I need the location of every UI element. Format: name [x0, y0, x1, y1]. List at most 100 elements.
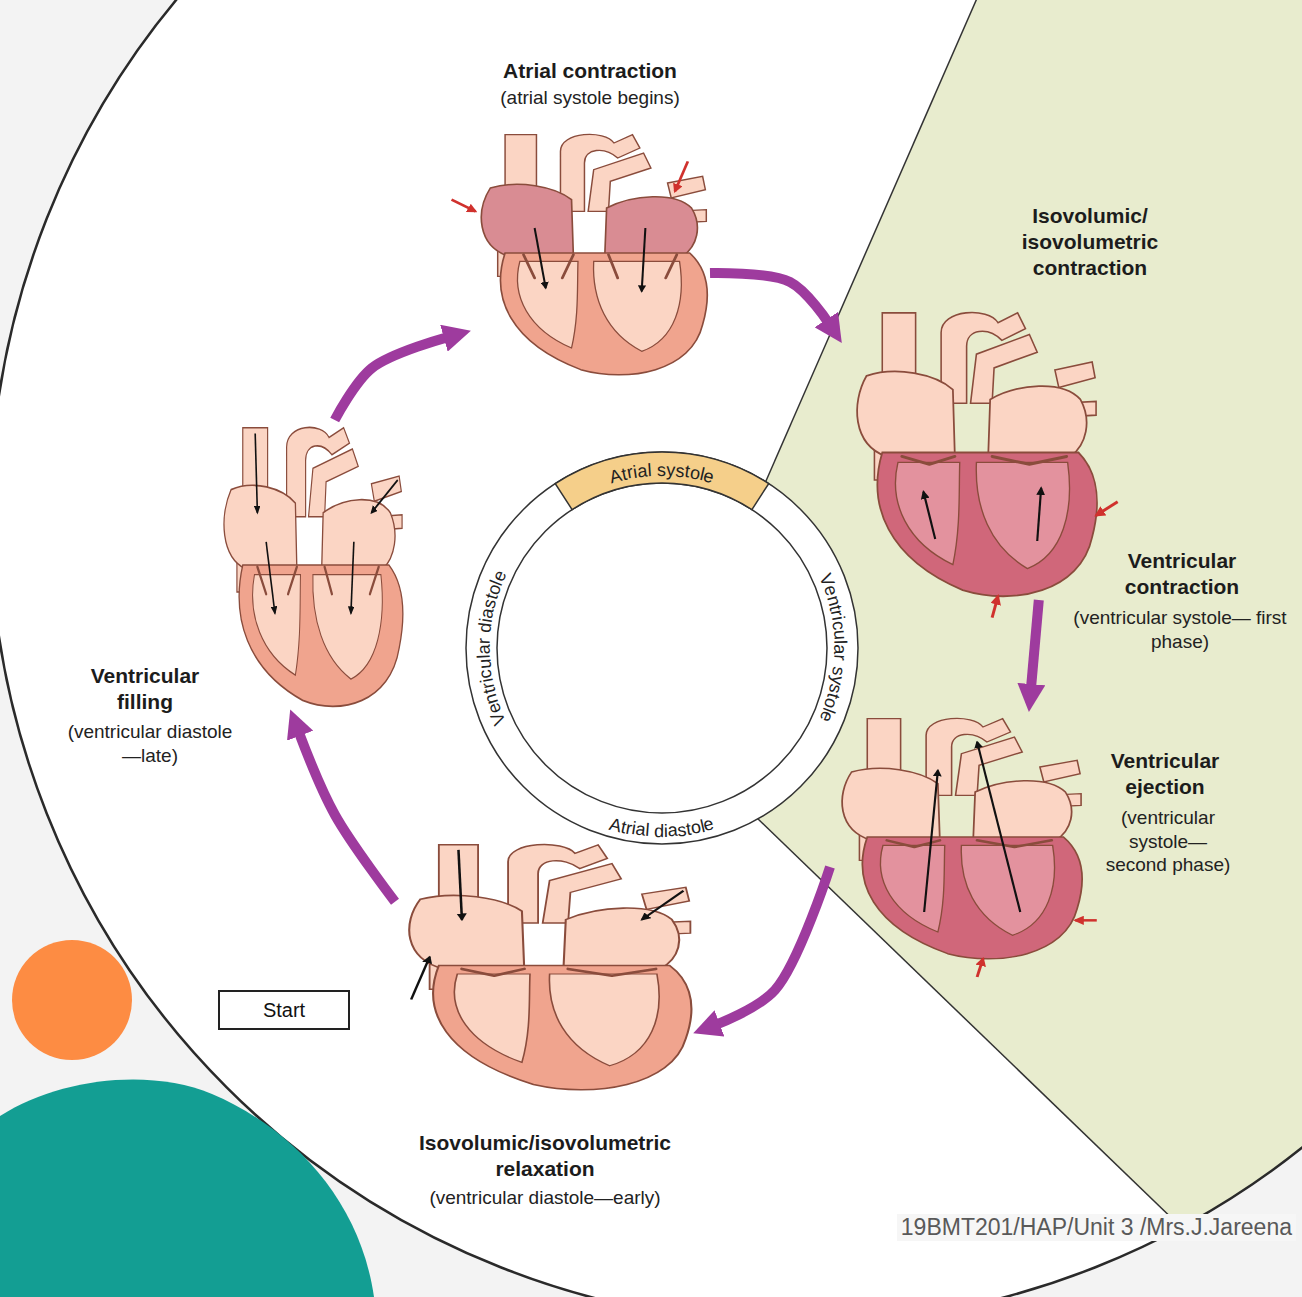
blood-vessel	[1055, 362, 1095, 388]
heart-illustration	[830, 712, 1085, 962]
flow-arrow	[458, 850, 461, 920]
flow-arrow	[411, 957, 429, 1000]
label-glyph: u	[830, 629, 849, 640]
stage-note: (atrial systole begins)	[430, 86, 750, 110]
label-glyph: l	[645, 821, 650, 839]
label-glyph: u	[475, 658, 494, 670]
ventricle-wall	[433, 966, 691, 1090]
contraction-arrow	[452, 200, 476, 212]
cycle-arrow	[716, 867, 830, 1025]
stage-title: Ventricular ejection	[1090, 748, 1240, 800]
stage-title: Isovolumic/isovolumetric relaxation	[375, 1130, 715, 1182]
heart-valves	[257, 567, 378, 594]
flow-arrow	[1037, 488, 1041, 541]
ventricle-wall	[877, 453, 1097, 597]
stage-note: (ventricular systole— second phase)	[1098, 806, 1238, 877]
flow-arrow	[642, 228, 646, 291]
start-box: Start	[218, 990, 350, 1030]
stage-title: Ventricular filling	[70, 663, 220, 715]
right-ventricle	[454, 974, 530, 1062]
right-atrium	[224, 485, 297, 569]
contraction-arrow	[675, 161, 688, 191]
flow-arrow	[923, 492, 935, 539]
cycle-arrow	[335, 337, 448, 420]
stage-note: Ventricular contraction	[1107, 548, 1257, 600]
flow-arrow	[977, 742, 1020, 912]
label-glyph: y	[666, 461, 676, 479]
ventricle-wall	[239, 565, 403, 706]
flow-arrow	[642, 891, 684, 920]
heart-illustration	[215, 420, 405, 710]
heart-illustration	[845, 305, 1100, 600]
ventricle-wall	[501, 253, 708, 375]
flow-arrow	[371, 480, 397, 513]
label-glyph: r	[475, 638, 493, 645]
cycle-arrow	[710, 273, 829, 323]
heart-stage: Isovolumic/ isovolumetric contractionVen…	[845, 305, 1100, 600]
right-atrium	[409, 895, 524, 968]
label-glyph: a	[475, 644, 493, 654]
label-glyph: l	[647, 461, 652, 479]
heart-stage: Atrial contraction(atrial systole begins…	[470, 128, 710, 378]
phase-label: Ventricular systole	[799, 561, 856, 737]
teal-decoration	[0, 1080, 374, 1297]
wedge-border	[762, 0, 985, 490]
phase-ring	[466, 452, 858, 844]
label-glyph: r	[831, 654, 849, 661]
phase-ring-inner	[497, 483, 827, 813]
flow-arrow	[535, 228, 546, 288]
atrial-systole-segment	[555, 452, 768, 510]
flow-arrow	[351, 542, 354, 614]
left-atrium	[605, 197, 698, 257]
stage-title: Atrial contraction	[430, 58, 750, 84]
ventricle-wall	[862, 837, 1082, 959]
right-atrium	[857, 371, 955, 456]
label-glyph: d	[475, 622, 494, 634]
phase-label: Ventricular diastole	[468, 557, 526, 738]
contraction-arrow	[1096, 502, 1118, 516]
heart-valves	[524, 255, 677, 278]
stage-note: (ventricular systole— first phase)	[1073, 606, 1288, 653]
label-glyph: l	[831, 640, 849, 645]
heart-valves	[902, 456, 1067, 464]
flow-arrow	[924, 770, 938, 912]
stage-note: (ventricular diastole—late)	[68, 720, 233, 767]
heart-stage: Isovolumic/isovolumetric relaxation(vent…	[395, 838, 695, 1093]
heart-valves	[887, 840, 1052, 847]
start-label: Start	[263, 999, 305, 1022]
stage-note: (ventricular diastole—early)	[365, 1186, 725, 1210]
contraction-arrow	[977, 959, 983, 977]
right-ventricle	[895, 462, 959, 564]
phase-label: Atrial systole	[596, 454, 729, 503]
footer-note: 19BMT201/HAP/Unit 3 /Mrs.J.Jareena	[897, 1214, 1296, 1241]
left-ventricle	[976, 462, 1069, 568]
label-glyph: d	[654, 822, 664, 840]
flow-arrow	[266, 542, 275, 614]
blood-vessel	[668, 176, 706, 198]
stage-title: Isovolumic/ isovolumetric contraction	[1015, 203, 1165, 281]
contraction-arrow	[992, 596, 998, 618]
right-ventricle	[253, 575, 301, 676]
right-atrium	[481, 184, 573, 256]
label-glyph: a	[831, 644, 849, 654]
cycle-arrow	[1031, 600, 1039, 688]
label-glyph	[651, 461, 657, 479]
left-ventricle	[549, 974, 659, 1066]
heart-illustration	[395, 838, 695, 1093]
label-glyph: c	[829, 620, 848, 631]
flow-arrow	[255, 434, 257, 513]
blood-vessel	[1040, 760, 1080, 782]
left-atrium	[563, 908, 679, 969]
cycle-arrow	[299, 732, 395, 902]
right-atrium	[842, 768, 940, 840]
left-atrium	[988, 386, 1086, 456]
heart-illustration	[470, 128, 710, 378]
label-glyph: s	[657, 461, 666, 479]
heart-stage: Ventricular ejection(ventricular systole…	[830, 712, 1085, 962]
left-atrium	[973, 781, 1071, 841]
left-ventricle	[961, 845, 1054, 935]
